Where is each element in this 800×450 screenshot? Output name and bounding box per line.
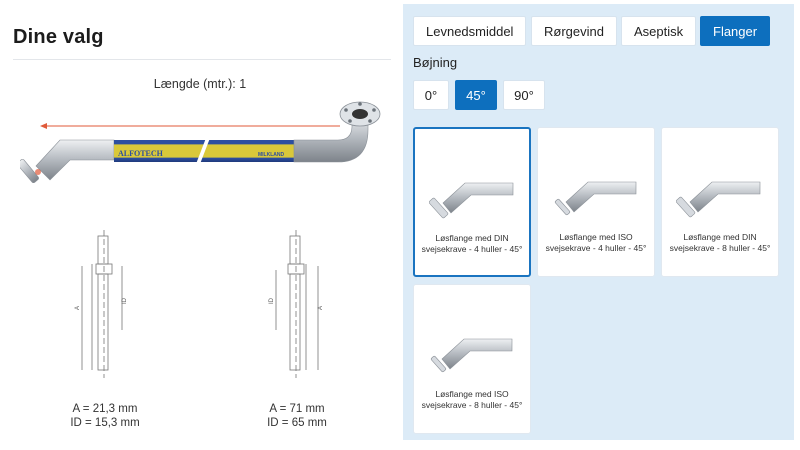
flange-45-icon	[676, 181, 761, 218]
tab-flanger[interactable]: Flanger	[700, 16, 771, 46]
dim-a-value: A = 21,3 mm	[72, 403, 138, 415]
flange-45-icon	[554, 181, 637, 216]
flange-45-icon	[429, 182, 514, 219]
drawing-b-dim-a: A	[318, 306, 324, 310]
product-caption: Løsflange med ISO svejsekrave - 8 huller…	[421, 389, 523, 410]
drawing-a-dim-a: A	[75, 306, 81, 310]
product-card-din-4[interactable]: Løsflange med DIN svejsekrave - 4 huller…	[413, 127, 531, 277]
tab-rorgevind[interactable]: Rørgevind	[531, 16, 617, 46]
tab-aseptisk[interactable]: Aseptisk	[621, 16, 697, 46]
dimension-text-large: A = 71 mm ID = 65 mm	[222, 402, 372, 430]
choices-summary: Dine valg Længde (mtr.): 1 ALFOTECH MILK…	[13, 26, 391, 430]
product-card-iso-4[interactable]: Løsflange med ISO svejsekrave - 4 huller…	[537, 127, 655, 277]
product-card-din-8[interactable]: Løsflange med DIN svejsekrave - 8 huller…	[661, 127, 779, 277]
product-caption: Løsflange med DIN svejsekrave - 4 huller…	[421, 233, 523, 254]
dim-a-value: A = 71 mm	[269, 403, 325, 415]
tab-levnedsmiddel[interactable]: Levnedsmiddel	[413, 16, 527, 46]
bend-option-0[interactable]: 0°	[413, 80, 449, 110]
drawing-b-dim-id: ID	[269, 297, 275, 304]
title-divider	[13, 59, 391, 60]
dim-id-value: ID = 15,3 mm	[70, 417, 140, 429]
bend-option-45[interactable]: 45°	[455, 80, 497, 110]
product-caption: Løsflange med ISO svejsekrave - 4 huller…	[545, 232, 647, 253]
drawing-a-dim-id: ID	[122, 297, 128, 304]
hose-brand-right: MILKLAND	[258, 152, 284, 158]
page-title: Dine valg	[13, 26, 104, 48]
flange-drawing-small: A ID	[75, 230, 128, 378]
flange-45-icon	[430, 338, 513, 373]
product-caption: Løsflange med DIN svejsekrave - 8 huller…	[669, 232, 771, 253]
flange-drawing-large: ID A	[269, 230, 324, 378]
hose-illustration: ALFOTECH MILKLAND	[20, 101, 381, 184]
dimension-text-small: A = 21,3 mm ID = 15,3 mm	[30, 402, 180, 430]
hose-brand-left: ALFOTECH	[118, 149, 164, 158]
product-card-iso-8[interactable]: Løsflange med ISO svejsekrave - 8 huller…	[413, 284, 531, 434]
bend-label: Bøjning	[413, 55, 458, 70]
dim-id-value: ID = 65 mm	[267, 417, 327, 429]
length-label: Længde (mtr.): 1	[153, 77, 247, 91]
bend-option-90[interactable]: 90°	[503, 80, 545, 110]
